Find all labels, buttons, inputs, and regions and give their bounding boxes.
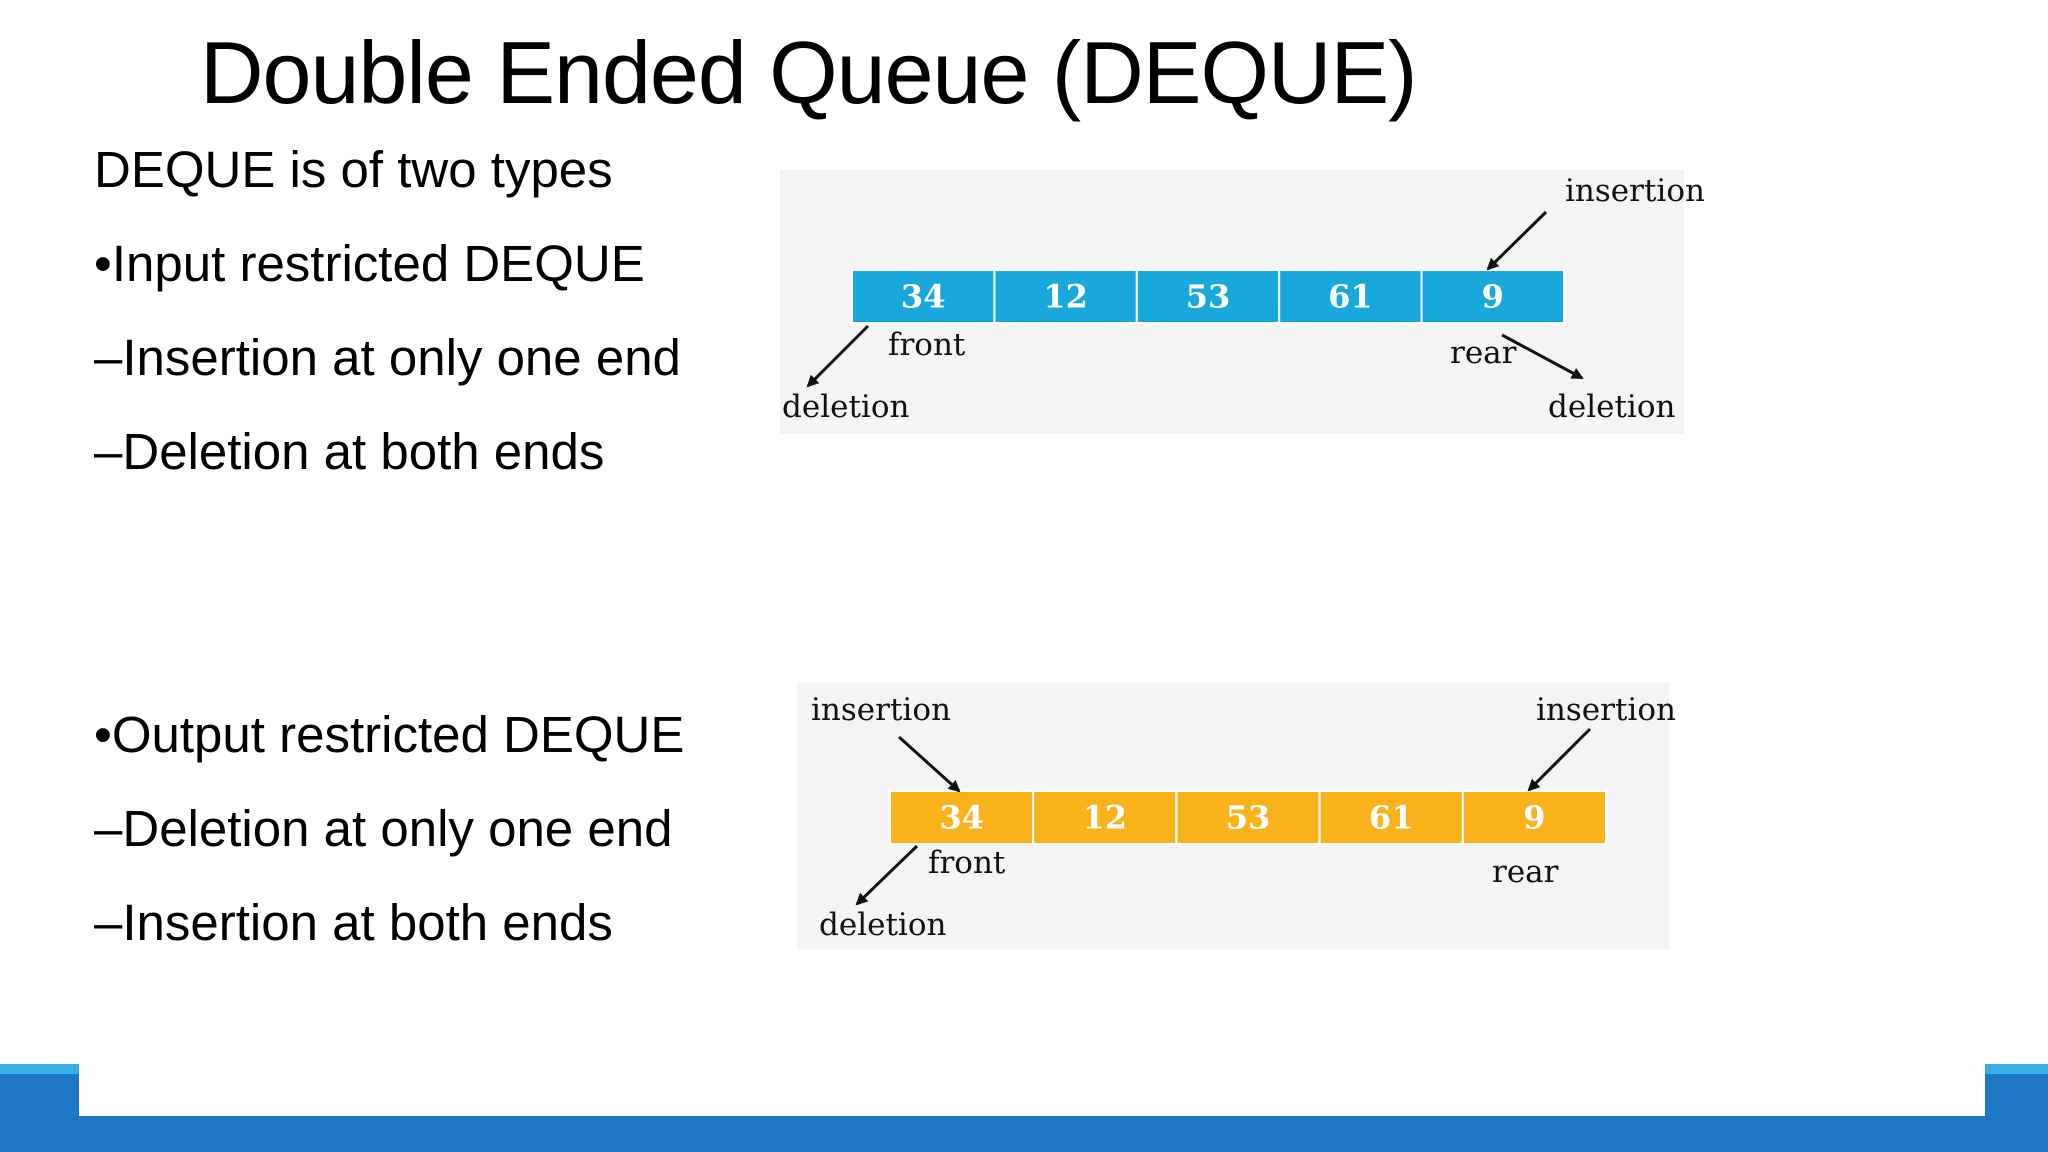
slide-title: Double Ended Queue (DEQUE) bbox=[200, 23, 1417, 122]
input-insertion-label: insertion bbox=[1565, 173, 1705, 209]
output-rear-label: rear bbox=[1492, 854, 1559, 890]
output-deletion-label: deletion bbox=[819, 907, 946, 943]
output-cell-3 bbox=[1318, 790, 1464, 845]
input-restricted-heading: •Input restricted DEQUE bbox=[94, 235, 645, 292]
footer-right-post bbox=[1985, 1064, 2048, 1152]
input-cell-4 bbox=[1420, 269, 1565, 324]
output-restricted-heading: •Output restricted DEQUE bbox=[94, 706, 685, 763]
input-deletion-right-label: deletion bbox=[1548, 389, 1675, 425]
output-cell-value-3: 61 bbox=[1369, 799, 1414, 837]
output-left-deletion-arrow bbox=[855, 844, 919, 906]
input-right-deletion-arrow bbox=[1501, 333, 1584, 380]
footer-bar bbox=[0, 1116, 2048, 1152]
output-deque-cells: 34 12 53 61 9 bbox=[889, 790, 1607, 845]
output-insertion-left-label: insertion bbox=[811, 692, 951, 728]
input-restricted-rule-2: –Deletion at both ends bbox=[94, 423, 605, 480]
input-deque-cells: 34 12 53 61 9 bbox=[851, 269, 1565, 324]
output-insertion-right-label: insertion bbox=[1536, 692, 1676, 728]
output-cell-value-0: 34 bbox=[939, 799, 984, 837]
output-deque-diagram: 34 12 53 61 9 insertion insertion front dele… bbox=[797, 683, 1676, 949]
output-cell-value-1: 12 bbox=[1083, 799, 1128, 837]
input-cell-0 bbox=[851, 269, 996, 324]
input-cell-value-2: 53 bbox=[1186, 278, 1231, 316]
input-cell-value-0: 34 bbox=[901, 278, 946, 316]
input-cell-value-4: 9 bbox=[1482, 278, 1504, 316]
output-restricted-rule-1: –Deletion at only one end bbox=[94, 800, 673, 857]
input-rear-label: rear bbox=[1450, 335, 1517, 371]
input-deletion-left-label: deletion bbox=[782, 389, 909, 425]
input-cell-value-1: 12 bbox=[1043, 278, 1088, 316]
output-cell-value-4: 9 bbox=[1523, 799, 1545, 837]
output-restricted-rule-2: –Insertion at both ends bbox=[94, 894, 613, 951]
input-restricted-rule-1: –Insertion at only one end bbox=[94, 329, 681, 386]
intro-text: DEQUE is of two types bbox=[94, 141, 613, 198]
output-deque-svg: 34 12 53 61 9 insertion insertion front dele… bbox=[811, 692, 1676, 943]
input-insertion-arrow bbox=[1486, 210, 1548, 271]
input-cell-value-3: 61 bbox=[1328, 278, 1373, 316]
output-front-label: front bbox=[928, 845, 1006, 881]
output-cell-value-2: 53 bbox=[1226, 799, 1271, 837]
output-left-insertion-arrow bbox=[897, 735, 961, 793]
input-front-label: front bbox=[888, 327, 966, 363]
input-cell-1 bbox=[993, 269, 1138, 324]
input-left-deletion-arrow bbox=[806, 324, 870, 388]
footer-left-post bbox=[0, 1064, 79, 1152]
input-cell-2 bbox=[1135, 269, 1281, 324]
output-right-insertion-arrow bbox=[1527, 727, 1592, 792]
output-cell-4 bbox=[1461, 790, 1607, 845]
